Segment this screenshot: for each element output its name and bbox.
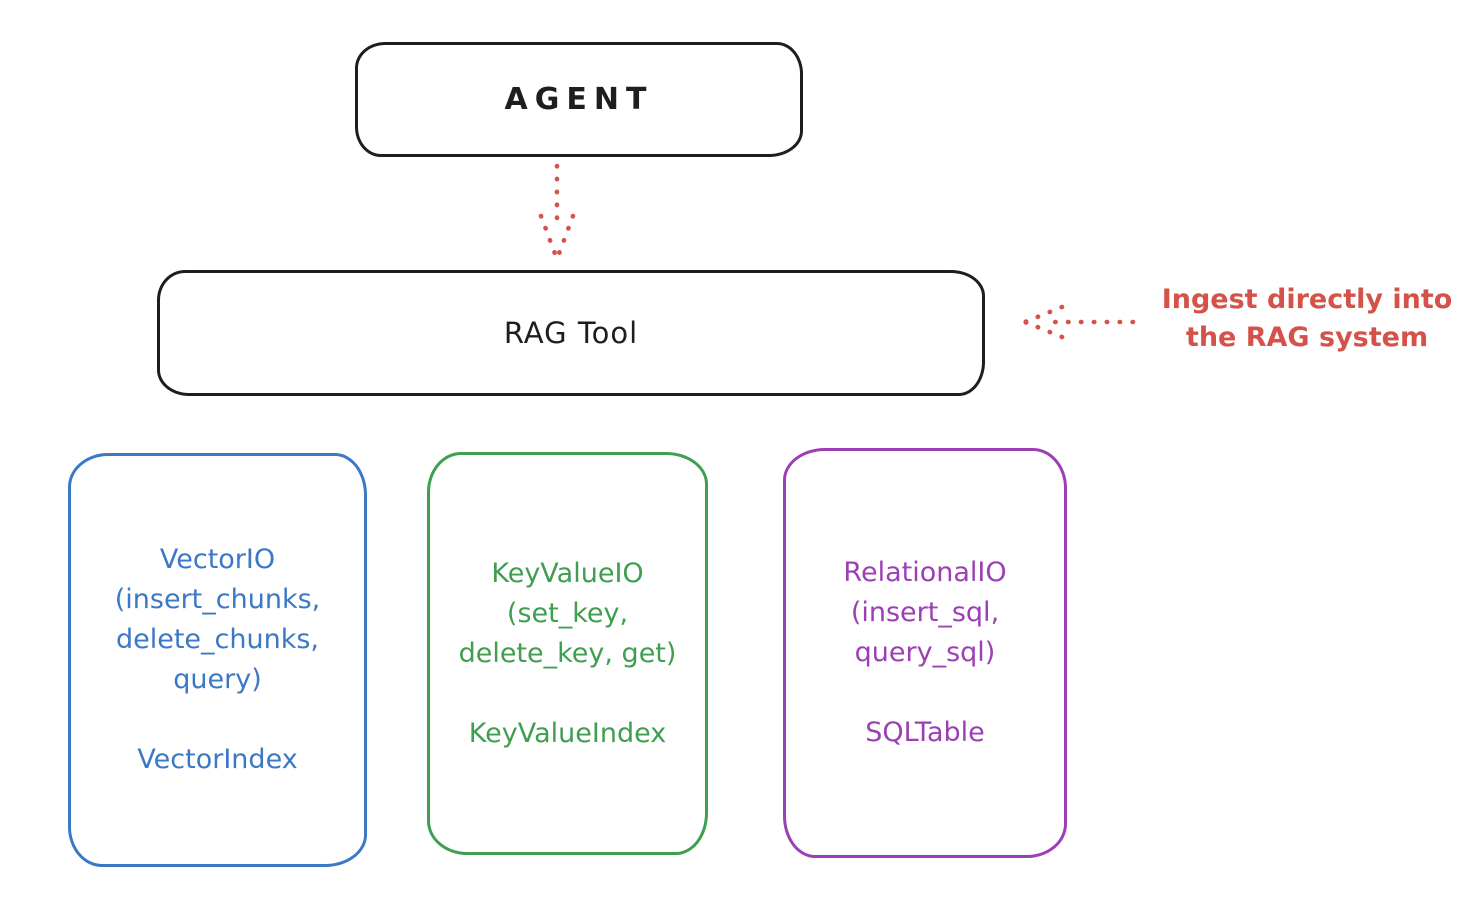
agent-to-rag-arrow-icon xyxy=(538,163,576,262)
io-box-line: query) xyxy=(173,664,262,695)
io-box-line: KeyValueIO xyxy=(491,557,644,589)
io-box-line: (set_key, xyxy=(506,597,629,629)
io-box-line: delete_key, get) xyxy=(458,637,677,669)
relational-io-box: RelationalIO (insert_sql, query_sql) SQL… xyxy=(783,448,1067,858)
sql-table-label: SQLTable xyxy=(865,717,985,748)
ingest-annotation-arrow-icon xyxy=(1022,304,1136,340)
vector-io-box: VectorIO (insert_chunks, delete_chunks, … xyxy=(68,453,367,867)
agent-box: AGENT xyxy=(355,42,803,157)
io-box-line: RelationalIO xyxy=(843,557,1007,588)
ingest-annotation: Ingest directly into the RAG system xyxy=(1140,281,1474,357)
io-box-line: VectorIO xyxy=(159,544,276,575)
ingest-annotation-line: Ingest directly into xyxy=(1161,284,1453,315)
io-box-line: (insert_sql, xyxy=(850,597,1000,628)
io-box-line: query_sql) xyxy=(854,637,996,668)
io-box-line: (insert_chunks, xyxy=(114,584,321,615)
rag-tool-label: RAG Tool xyxy=(503,316,639,350)
agent-label: AGENT xyxy=(504,82,654,117)
keyvalue-index-label: KeyValueIndex xyxy=(468,717,667,749)
ingest-annotation-line: the RAG system xyxy=(1185,322,1429,353)
io-box-line: delete_chunks, xyxy=(115,624,320,655)
vector-index-label: VectorIndex xyxy=(137,744,298,775)
rag-tool-box: RAG Tool xyxy=(157,270,985,396)
keyvalue-io-box: KeyValueIO (set_key, delete_key, get) Ke… xyxy=(427,452,708,855)
